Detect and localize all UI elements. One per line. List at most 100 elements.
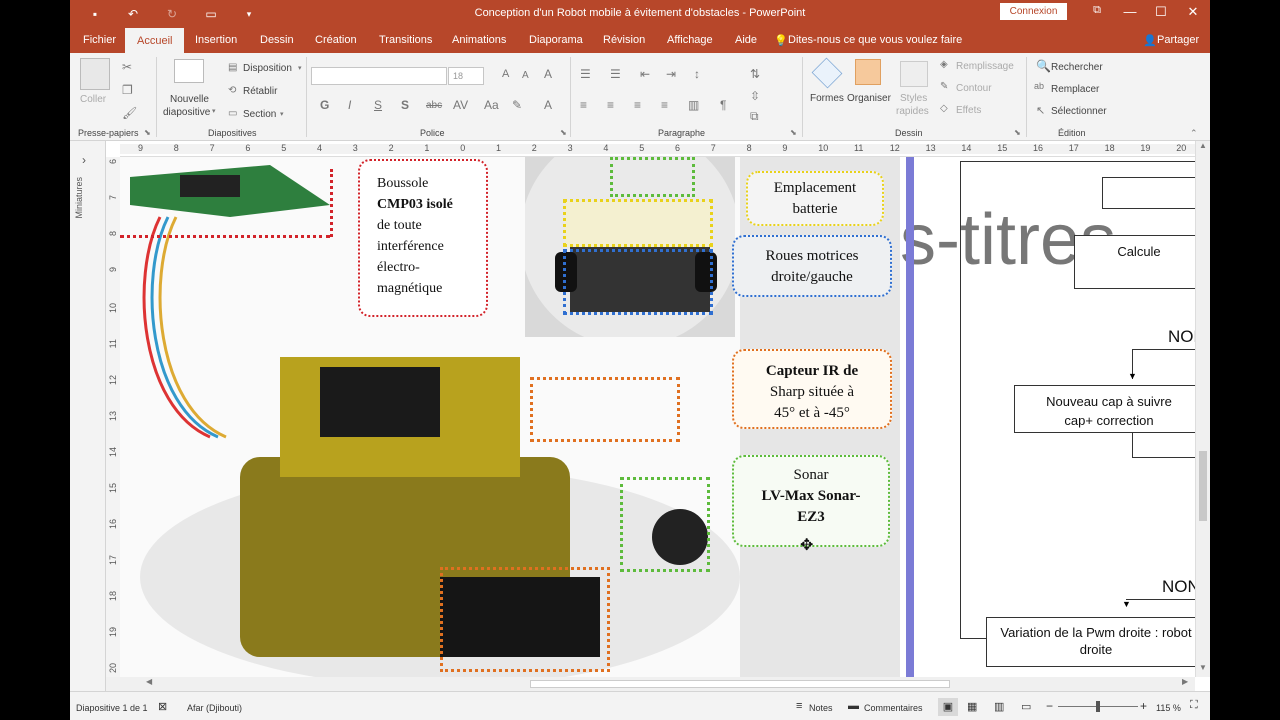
fill-button[interactable]: Remplissage <box>956 61 1014 72</box>
quick-styles-label-1[interactable]: Styles <box>900 93 928 104</box>
text-direction-icon[interactable]: ¶ <box>720 98 727 112</box>
tell-me-search[interactable]: Dites-nous ce que vous voulez faire <box>788 34 963 46</box>
normal-view-icon[interactable]: ▣ <box>938 698 958 716</box>
zoom-slider-thumb[interactable] <box>1096 701 1100 712</box>
paste-button[interactable]: Coller <box>80 94 107 105</box>
reset-button[interactable]: Rétablir <box>243 86 278 97</box>
tab-transitions[interactable]: Transitions <box>379 34 433 46</box>
replace-button[interactable]: Remplacer <box>1051 84 1100 95</box>
reading-view-icon[interactable]: ▥ <box>994 701 1005 713</box>
tab-diaporama[interactable]: Diaporama <box>529 34 583 46</box>
zoom-level[interactable]: 115 % <box>1156 703 1181 713</box>
thumbnails-label[interactable]: Miniatures <box>74 177 84 219</box>
tab-fichier[interactable]: Fichier <box>83 34 117 46</box>
effects-icon[interactable]: ◇ <box>940 103 948 114</box>
change-case-icon[interactable]: Aa <box>484 98 499 112</box>
undo-icon[interactable]: ↶ <box>127 7 139 21</box>
shapes-button[interactable]: Formes <box>810 93 844 104</box>
new-slide-icon[interactable] <box>174 59 204 83</box>
new-slide-label-2[interactable]: diapositive <box>163 107 211 118</box>
arrange-button[interactable]: Organiser <box>847 93 891 104</box>
tab-animations[interactable]: Animations <box>452 34 507 46</box>
dialog-launcher-icon[interactable]: ⬊ <box>560 128 567 137</box>
scroll-up-icon[interactable]: ▲ <box>1199 141 1207 150</box>
justify-icon[interactable]: ≡ <box>661 98 669 112</box>
horizontal-scrollbar[interactable]: ◀ ▶ <box>106 677 1195 691</box>
share-button[interactable]: Partager <box>1157 34 1200 46</box>
spellcheck-icon[interactable]: ⊠ <box>158 701 168 713</box>
smartart-icon[interactable]: ⧉ <box>750 109 759 123</box>
columns-icon[interactable]: ▥ <box>688 98 700 112</box>
align-left-icon[interactable]: ≡ <box>580 98 588 112</box>
expand-thumbnails-icon[interactable]: › <box>82 153 86 167</box>
vertical-scrollbar[interactable]: ▲ ▼ <box>1195 141 1210 677</box>
redo-icon[interactable]: ↻ <box>166 7 178 21</box>
scroll-down-icon[interactable]: ▼ <box>1199 663 1207 672</box>
outline-button[interactable]: Contour <box>956 83 992 94</box>
fit-to-window-icon[interactable]: ⛶ <box>1190 699 1198 711</box>
clear-format-icon[interactable]: A <box>544 67 553 81</box>
slideshow-icon[interactable]: ▭ <box>1021 701 1032 713</box>
sign-in-button[interactable]: Connexion <box>1000 3 1067 20</box>
dialog-launcher-icon[interactable]: ⬊ <box>790 128 797 137</box>
bold-button[interactable]: G <box>320 98 330 112</box>
dialog-launcher-icon[interactable]: ⬊ <box>1014 128 1021 137</box>
zoom-out-icon[interactable]: − <box>1046 699 1054 713</box>
text-direction-icon[interactable]: ⇅ <box>750 67 761 81</box>
shadow-button[interactable]: S <box>401 98 410 112</box>
bullets-icon[interactable]: ☰ <box>580 67 591 81</box>
layout-button[interactable]: Disposition <box>243 63 292 74</box>
cut-icon[interactable]: ✂ <box>122 60 133 74</box>
notes-button[interactable]: Notes <box>809 703 833 713</box>
font-color-icon[interactable]: A <box>544 98 553 112</box>
chevron-down-icon[interactable]: ▾ <box>298 65 302 72</box>
tab-revision[interactable]: Révision <box>603 34 646 46</box>
collapse-ribbon-icon[interactable]: ⌃ <box>1190 128 1198 138</box>
quick-styles-label-2[interactable]: rapides <box>896 106 929 117</box>
zoom-in-icon[interactable]: + <box>1140 699 1148 713</box>
align-text-icon[interactable]: ⇳ <box>750 89 761 103</box>
tab-aide[interactable]: Aide <box>735 34 758 46</box>
close-button[interactable]: ✕ <box>1187 4 1199 19</box>
fill-icon[interactable]: ◈ <box>940 59 948 70</box>
align-center-icon[interactable]: ≡ <box>607 98 615 112</box>
scroll-left-icon[interactable]: ◀ <box>146 677 153 686</box>
scrollbar-thumb[interactable] <box>1199 451 1207 521</box>
increase-font-icon[interactable]: A <box>502 68 510 80</box>
increase-indent-icon[interactable]: ⇥ <box>666 67 677 81</box>
customize-toolbar-icon[interactable]: ▾ <box>246 9 252 19</box>
outline-icon[interactable]: ✎ <box>940 81 949 92</box>
select-button[interactable]: Sélectionner <box>1051 106 1107 117</box>
dialog-launcher-icon[interactable]: ⬊ <box>144 128 151 137</box>
maximize-button[interactable]: ☐ <box>1155 4 1167 19</box>
strikethrough-button[interactable]: abc <box>426 100 443 111</box>
tab-accueil[interactable]: Accueil <box>125 28 185 53</box>
language-indicator[interactable]: Afar (Djibouti) <box>187 703 243 713</box>
slide-sorter-icon[interactable]: ▦ <box>967 701 978 713</box>
char-spacing-icon[interactable]: AV <box>453 98 469 112</box>
font-size-combo[interactable]: 18 <box>448 67 484 85</box>
format-painter-icon[interactable]: 🖌 <box>122 106 138 120</box>
line-spacing-icon[interactable]: ↕ <box>694 67 700 81</box>
font-family-combo[interactable] <box>311 67 447 85</box>
effects-button[interactable]: Effets <box>956 105 982 116</box>
arrange-icon[interactable] <box>855 59 881 85</box>
section-button[interactable]: Section <box>243 109 277 120</box>
paste-icon[interactable] <box>80 58 110 90</box>
decrease-font-icon[interactable]: A <box>522 70 529 81</box>
quick-styles-icon[interactable] <box>900 61 928 87</box>
tab-dessin[interactable]: Dessin <box>260 34 294 46</box>
tab-affichage[interactable]: Affichage <box>667 34 713 46</box>
find-button[interactable]: Rechercher <box>1051 62 1103 73</box>
shapes-icon[interactable] <box>811 57 843 89</box>
numbering-icon[interactable]: ☰ <box>610 67 621 81</box>
scroll-right-icon[interactable]: ▶ <box>1182 677 1189 686</box>
highlight-icon[interactable]: ✎ <box>512 98 523 112</box>
underline-button[interactable]: S <box>374 98 383 112</box>
decrease-indent-icon[interactable]: ⇤ <box>640 67 651 81</box>
comments-button[interactable]: Commentaires <box>864 703 923 713</box>
presentation-start-icon[interactable]: ▭ <box>205 7 217 21</box>
tab-insertion[interactable]: Insertion <box>195 34 238 46</box>
tab-creation[interactable]: Création <box>315 34 357 46</box>
window-restore-icon[interactable]: ⧉ <box>1093 4 1101 16</box>
